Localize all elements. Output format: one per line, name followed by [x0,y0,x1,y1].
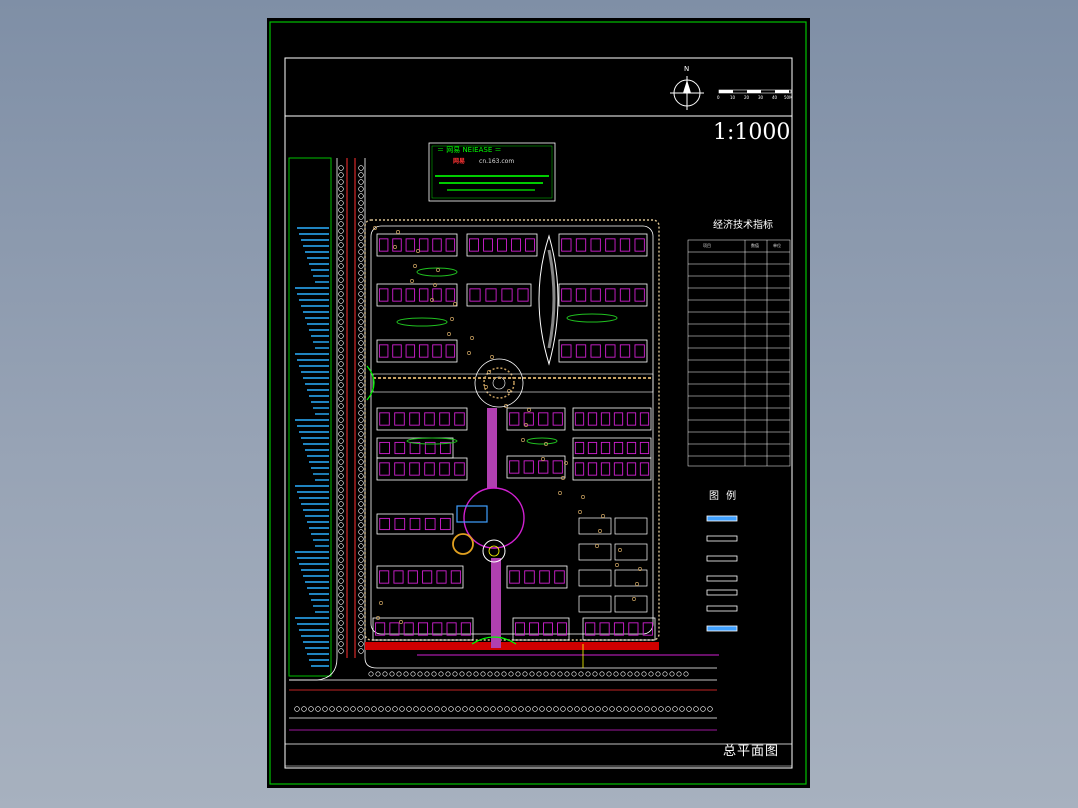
scale-tick-40: 40 [772,95,778,100]
outer-frame [269,21,807,785]
scale-tick-50: 50M [784,95,793,100]
villa-row [578,517,612,535]
north-arrow-icon [670,76,704,110]
residential-block [466,233,538,257]
econ-header-value: 数值 [751,243,759,248]
residential-block [582,617,656,641]
residential-block [376,283,458,307]
legend-swatch [706,625,738,632]
residential-block [376,457,468,481]
residential-block [372,617,474,641]
west-green-belt [288,157,332,677]
residential-block [512,617,570,641]
legend-swatch [706,515,738,522]
residential-block [376,437,454,459]
site-boundary [364,219,660,641]
residential-block [376,407,468,431]
drawing-sheet: 1:1000 总平面图 N 经济技术指标 图 例 ＝ 网易 NEIEASE ＝ … [267,18,810,788]
villa-row [614,569,648,587]
residential-block [376,565,464,589]
residential-block [376,339,458,363]
south-red-band [365,642,659,650]
legend-title: 图 例 [709,491,739,502]
central-roundabout [474,358,524,408]
econ-header-unit: 单位 [773,243,781,248]
residential-block [572,407,652,431]
residential-block [506,407,566,431]
residential-block [466,283,532,307]
econ-table-title: 经济技术指标 [713,220,773,231]
legend-swatch [706,555,738,562]
west-road [289,158,387,681]
residential-block [376,233,458,257]
residential-block [506,565,568,589]
north-label: N [684,65,690,73]
economic-indicator-table [687,239,791,467]
scale-tick-20: 20 [744,95,750,100]
south-road [289,654,719,731]
inner-frame [284,57,793,769]
legend [706,515,738,632]
scale-tick-30: 30 [758,95,764,100]
residential-block [558,339,648,363]
legend-swatch [706,575,738,582]
residential-block [506,455,566,479]
stamp-headline: ＝ 网易 NEIEASE ＝ [437,146,502,154]
econ-header-item: 项目 [703,243,711,248]
villa-row [614,517,648,535]
residential-block [572,457,652,481]
stamp-url: cn.163.com [479,158,515,165]
east-west-boulevard [372,373,654,393]
residential-block [558,233,648,257]
watermark-stamp [428,142,556,202]
legend-swatch [706,605,738,612]
south-axis-walk [452,408,525,648]
scale-tick-0: 0 [717,95,720,100]
legend-swatch [706,535,738,542]
stamp-subline: 网易 cn.163.com [453,159,514,165]
residential-block [572,437,652,459]
villa-row [578,543,612,561]
residential-block [376,513,454,535]
legend-swatch [706,589,738,596]
west-gate [366,365,375,401]
scale-tick-10: 10 [730,95,736,100]
site-plan-drawing [269,21,807,785]
villa-row [578,569,612,587]
north-green-lens [538,234,559,366]
scale-bar [718,89,792,94]
villa-row [614,543,648,561]
villa-row [614,595,648,613]
stamp-red-text: 网易 [453,158,466,165]
residential-block [558,283,648,307]
drawing-title: 总平面图 [723,744,780,759]
south-gate [471,636,584,668]
villa-row [578,595,612,613]
drawing-scale: 1:1000 [713,120,791,145]
